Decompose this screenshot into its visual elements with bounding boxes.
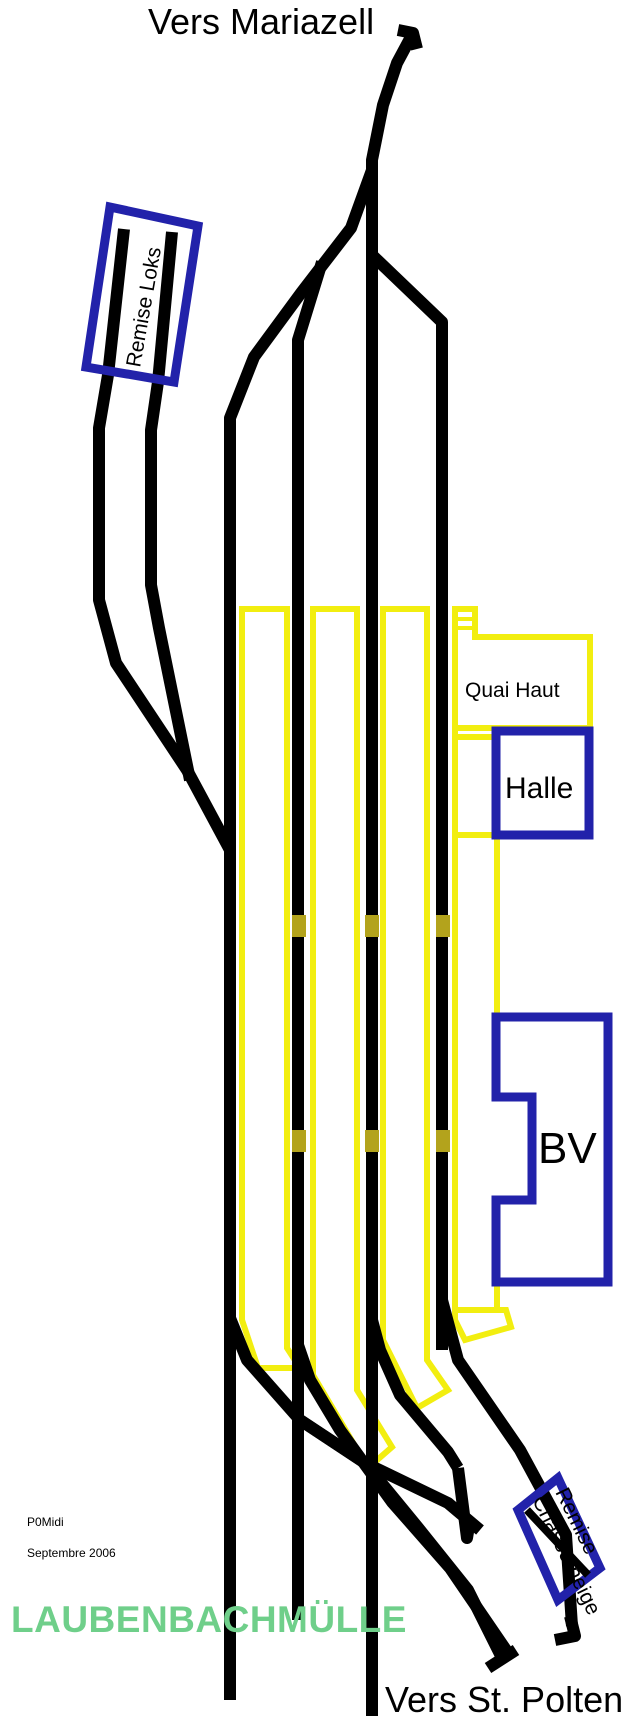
arrow-st-polten-icon <box>553 1614 581 1646</box>
track-4 <box>367 250 448 1350</box>
bv-label: BV <box>538 1124 597 1173</box>
date-label: Septembre 2006 <box>27 1546 116 1560</box>
track-4-south <box>436 1298 578 1627</box>
track-2 <box>292 260 328 1620</box>
crossings <box>292 915 450 1152</box>
crossing <box>292 915 306 937</box>
quai-haut-label: Quai Haut <box>465 679 560 702</box>
crossing <box>436 915 450 937</box>
track-3-south <box>366 1318 464 1472</box>
station-name: LAUBENBACHMÜLLE <box>11 1599 407 1640</box>
author-label: P0Midi <box>27 1515 64 1529</box>
buildings <box>80 201 613 1608</box>
buffer-stop-icon <box>484 1644 520 1674</box>
remise-chasse-neige-building <box>512 1470 606 1608</box>
track-to-st-polten <box>296 1414 508 1661</box>
crossing <box>365 915 379 937</box>
loks-spur-2 <box>145 231 196 782</box>
south-direction-label: Vers St. Polten <box>385 1679 623 1716</box>
crossing <box>292 1130 306 1152</box>
track-3-connector <box>452 1467 476 1544</box>
remise-chasse-neige-track <box>524 1507 591 1578</box>
remise-loks-building <box>80 201 204 388</box>
platform-1 <box>239 606 306 1371</box>
halle-building <box>491 726 594 840</box>
platform-4 <box>452 606 593 1344</box>
north-direction-label: Vers Mariazell <box>148 1 374 42</box>
tracks <box>93 24 581 1716</box>
track-1 <box>224 167 378 1700</box>
main-track <box>366 32 418 1716</box>
crossing <box>436 1130 450 1152</box>
halle-label: Halle <box>505 772 573 805</box>
bv-building <box>491 1012 613 1287</box>
crossing <box>365 1130 379 1152</box>
arrow-mariazell-icon <box>396 24 423 51</box>
